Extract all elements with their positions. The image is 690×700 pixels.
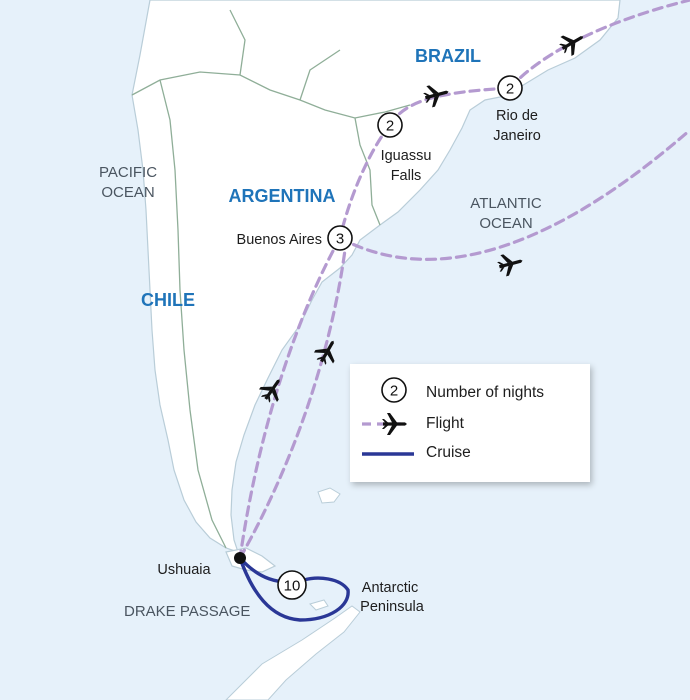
chile-label: CHILE xyxy=(141,290,195,310)
stop-antarctic-marker: 10 xyxy=(277,570,307,600)
nights-count: 10 xyxy=(284,578,301,595)
legend-flight-label: Flight xyxy=(426,415,464,432)
rio-label-line2: Janeiro xyxy=(493,128,541,144)
airplane-icon xyxy=(423,85,449,108)
drake-passage-label: DRAKE PASSAGE xyxy=(124,603,250,620)
pacific-ocean-label-line1: PACIFIC xyxy=(99,164,157,181)
atlantic-ocean-label-line2: OCEAN xyxy=(479,215,532,232)
legend-swatches: 2 xyxy=(362,377,414,456)
nights-count: 2 xyxy=(386,118,394,135)
flight-buenos-aires-ushuaia-west xyxy=(238,236,342,560)
nights-count: 3 xyxy=(336,231,344,248)
airplane-icons xyxy=(258,35,584,403)
stop-rio-marker: 2 xyxy=(497,75,523,101)
iguassu-label-line1: Iguassu xyxy=(381,148,432,164)
south-america-landmass xyxy=(131,0,621,553)
country-borders xyxy=(131,9,411,549)
stop-buenos-aires-marker: 3 xyxy=(327,225,353,251)
flight-buenos-aires-international xyxy=(338,128,690,261)
brazil-label: BRAZIL xyxy=(415,46,481,66)
flight-iguassu-buenos-aires xyxy=(338,123,392,240)
falkland-islands xyxy=(317,487,341,504)
legend-cruise-label: Cruise xyxy=(426,444,471,461)
iguassu-label-line2: Falls xyxy=(391,168,422,184)
airplane-icon xyxy=(497,254,523,277)
map-legend: 2 Number of nights Flight Cruise xyxy=(350,364,590,482)
antarctic-label-line1: Antarctic xyxy=(362,580,418,596)
legend-nights-swatch xyxy=(381,377,407,403)
argentina-label: ARGENTINA xyxy=(229,186,336,206)
buenos-aires-label: Buenos Aires xyxy=(237,232,322,248)
stop-iguassu-marker: 2 xyxy=(377,112,403,138)
airplane-icon xyxy=(559,35,584,57)
antarctic-label-line2: Peninsula xyxy=(360,599,425,615)
south-shetland-island xyxy=(309,599,329,611)
ushuaia-label: Ushuaia xyxy=(157,562,211,578)
nights-count: 2 xyxy=(506,81,514,98)
antarctic-peninsula-land xyxy=(225,605,361,700)
airplane-icon xyxy=(258,379,280,403)
airplane-icon xyxy=(382,413,407,435)
ushuaia-dot xyxy=(234,552,246,564)
airplane-icon xyxy=(313,340,335,365)
pacific-ocean-label-line2: OCEAN xyxy=(101,184,154,201)
atlantic-ocean-label-line1: ATLANTIC xyxy=(470,195,542,212)
rio-label-line1: Rio de xyxy=(496,108,538,124)
flight-ushuaia-buenos-aires-east xyxy=(238,248,347,560)
legend-nights-sample: 2 xyxy=(390,383,398,400)
legend-nights-label: Number of nights xyxy=(426,384,545,401)
